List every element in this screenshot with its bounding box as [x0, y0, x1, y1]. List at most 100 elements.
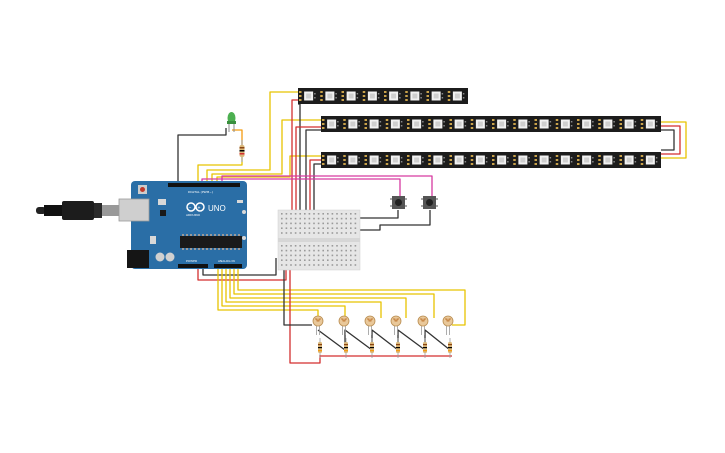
- wire-black-sensor-chain[interactable]: [317, 329, 451, 351]
- led-pixel: [619, 119, 637, 129]
- led-pixel: [407, 155, 424, 165]
- led-pixel: [320, 91, 337, 101]
- led-pixel: [405, 91, 422, 101]
- led-pixel: [470, 119, 488, 129]
- wire-yellow-a0[interactable]: [217, 268, 319, 318]
- photoresistor[interactable]: [442, 315, 454, 335]
- wire-red-board-power[interactable]: [197, 262, 287, 281]
- led-pixel: [426, 91, 444, 101]
- led-pixel: [447, 91, 465, 101]
- breadboard-holes: [281, 213, 357, 266]
- photoresistor[interactable]: [364, 315, 376, 335]
- led-strip-middle[interactable]: [321, 116, 661, 132]
- wire-yellow-strip-top[interactable]: [206, 91, 298, 183]
- led-pixel: [598, 155, 615, 165]
- wire-red-power-strips[interactable]: [291, 99, 298, 255]
- led-pixel: [362, 91, 380, 101]
- led-pixel: [343, 155, 360, 165]
- wire-black-led-gnd[interactable]: [177, 128, 227, 183]
- led-pixel: [428, 119, 445, 129]
- wire-magenta-button-2[interactable]: [221, 175, 433, 198]
- wire-red-sensors[interactable]: [289, 262, 321, 364]
- led-pixel: [385, 119, 403, 129]
- analog-header-label: ANALOG IN: [218, 259, 235, 263]
- led-pixel: [470, 155, 488, 165]
- led-pixel: [534, 155, 552, 165]
- arduino-uno[interactable]: DIGITAL (PWM~) − + UNO ARDUINO POWER ANA…: [118, 181, 247, 269]
- led-pixel: [492, 119, 509, 129]
- pulldown-resistor[interactable]: [396, 338, 400, 358]
- photoresistor[interactable]: [417, 315, 429, 335]
- led-pixel: [555, 119, 573, 129]
- wire-black-board-gnd[interactable]: [202, 258, 277, 276]
- led-pixel: [449, 155, 467, 165]
- led-strip-bottom[interactable]: [321, 152, 661, 168]
- led-pixel: [513, 155, 530, 165]
- usb-cable: [36, 201, 122, 220]
- pulldown-resistor[interactable]: [448, 338, 452, 358]
- pulldown-resistor[interactable]: [318, 338, 322, 358]
- green-led[interactable]: [227, 112, 236, 132]
- atmega-chip: [180, 236, 242, 248]
- photoresistor[interactable]: [390, 315, 402, 335]
- led-pixel: [577, 119, 594, 129]
- led-pixel: [364, 119, 382, 129]
- led-pixel: [640, 155, 658, 165]
- digital-header-label: DIGITAL (PWM~): [188, 190, 213, 194]
- digital-header: [168, 183, 240, 187]
- led-pixel: [492, 155, 509, 165]
- led-pixel: [513, 119, 530, 129]
- photoresistor[interactable]: [312, 315, 324, 335]
- led-pixel: [428, 155, 445, 165]
- mini-breadboard[interactable]: [277, 209, 361, 271]
- usb-port: [118, 198, 150, 222]
- led-pixel: [598, 119, 615, 129]
- led-pixel: [384, 91, 401, 101]
- wire-red-chain[interactable]: [661, 125, 681, 155]
- power-header: [178, 264, 208, 268]
- wires: [177, 91, 687, 364]
- wire-black-strip-middle[interactable]: [305, 129, 321, 240]
- wire-yellow-a3[interactable]: [229, 268, 407, 318]
- led-pixel: [343, 119, 360, 129]
- led-pixel: [534, 119, 552, 129]
- wire-black-sensors[interactable]: [283, 262, 312, 326]
- led-pixel: [322, 119, 339, 129]
- photoresistor[interactable]: [338, 315, 350, 335]
- led-pixel: [555, 155, 573, 165]
- svg-text:−: −: [189, 205, 192, 211]
- wire-yellow-strip-middle[interactable]: [211, 119, 321, 183]
- wire-yellow-a4[interactable]: [233, 268, 435, 318]
- power-header-label: POWER: [186, 259, 197, 263]
- led-pixel: [577, 155, 594, 165]
- power-jack: [127, 250, 149, 268]
- analog-header: [214, 264, 242, 268]
- pulldown-resistor[interactable]: [423, 338, 427, 358]
- photoresistor-array: [312, 315, 454, 358]
- pulldown-resistor[interactable]: [370, 338, 374, 358]
- led-pixel: [640, 119, 658, 129]
- led-pixel: [619, 155, 637, 165]
- board-model-label: UNO: [208, 204, 226, 213]
- pushbutton-2[interactable]: [421, 196, 438, 209]
- led-pixel: [322, 155, 339, 165]
- pulldown-resistor[interactable]: [344, 338, 348, 358]
- wire-red-strip-middle[interactable]: [295, 126, 321, 245]
- pushbutton-1[interactable]: [390, 196, 407, 209]
- led-pixel: [364, 155, 382, 165]
- wire-yellow-a5[interactable]: [237, 268, 466, 326]
- wire-black-chain[interactable]: [661, 129, 675, 151]
- led-strip-top[interactable]: [298, 88, 468, 104]
- led-pixel: [341, 91, 359, 101]
- wire-yellow-chain[interactable]: [661, 121, 687, 159]
- led-resistor[interactable]: [239, 140, 245, 162]
- board-brand-label: ARDUINO: [186, 213, 201, 217]
- arduino-logo-icon: − +: [186, 202, 205, 212]
- led-pixel: [449, 119, 467, 129]
- wire-yellow-a2[interactable]: [225, 268, 382, 318]
- led-pixel: [299, 91, 316, 101]
- led-pixel: [407, 119, 424, 129]
- svg-text:+: +: [198, 206, 201, 212]
- led-pixel: [385, 155, 403, 165]
